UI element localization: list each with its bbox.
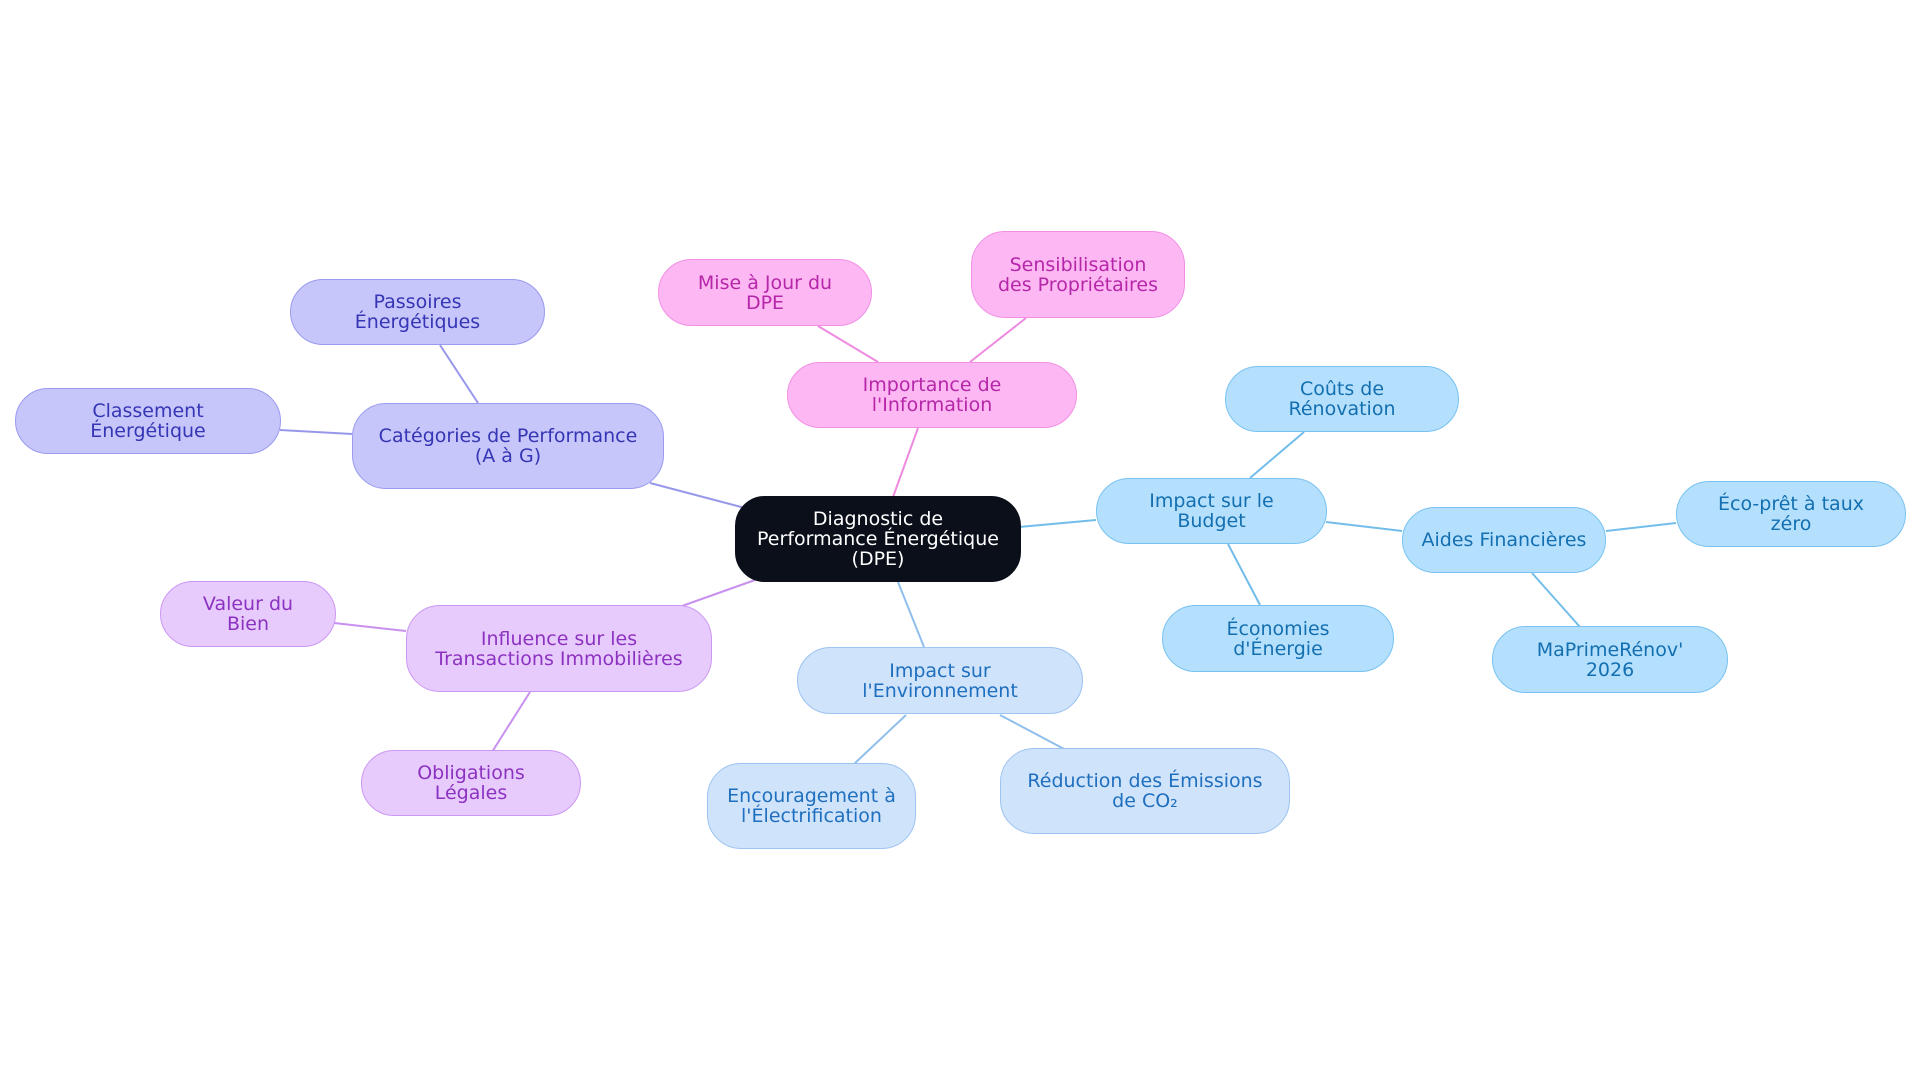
edge-budget-aides [1325,521,1403,532]
node-aides-financieres: Aides Financières [1402,507,1606,573]
edge-root-importance [892,427,919,498]
edge-importance-sensibilisation [969,317,1027,363]
edge-root-categories [649,482,746,509]
node-encouragement-electrification: Encouragement à l'Électrification [707,763,916,849]
node-mise-a-jour-dpe: Mise à Jour du DPE [658,259,872,326]
edge-root-influence [681,579,756,607]
node-passoires-energetiques: Passoires Énergétiques [290,279,545,345]
edge-influence-valeur [333,622,407,632]
node-categories-performance: Catégories de Performance (A à G) [352,403,664,489]
edge-budget-economies [1227,543,1261,606]
edge-root-environnement [897,581,925,648]
node-root-dpe: Diagnostic de Performance Énergétique (D… [735,496,1021,582]
node-valeur-du-bien: Valeur du Bien [160,581,336,647]
node-reduction-emissions-co2: Réduction des Émissions de CO₂ [1000,748,1290,834]
edge-categories-classement [279,429,353,435]
node-sensibilisation-proprietaires: Sensibilisation des Propriétaires [971,231,1185,318]
edge-environnement-electrification [853,714,907,765]
edge-root-budget [1018,519,1097,528]
edge-importance-mise-a-jour [817,325,879,363]
node-couts-renovation: Coûts de Rénovation [1225,366,1459,432]
node-classement-energetique: Classement Énergétique [15,388,281,454]
edge-budget-couts [1249,431,1305,479]
node-economies-energie: Économies d'Énergie [1162,605,1394,672]
edge-influence-obligations [491,691,531,753]
node-impact-budget: Impact sur le Budget [1096,478,1327,544]
node-obligations-legales: Obligations Légales [361,750,581,816]
edge-aides-maprimerenov [1531,572,1581,628]
node-influence-transactions: Influence sur les Transactions Immobiliè… [406,605,712,692]
node-maprimerenov-2026: MaPrimeRénov' 2026 [1492,626,1728,693]
node-importance-information: Importance de l'Information [787,362,1077,428]
node-eco-pret-taux-zero: Éco-prêt à taux zéro [1676,481,1906,547]
edge-categories-passoires [439,344,479,404]
edge-aides-eco-pret [1605,522,1677,532]
edge-environnement-reduction [999,714,1067,751]
node-impact-environnement: Impact sur l'Environnement [797,647,1083,714]
